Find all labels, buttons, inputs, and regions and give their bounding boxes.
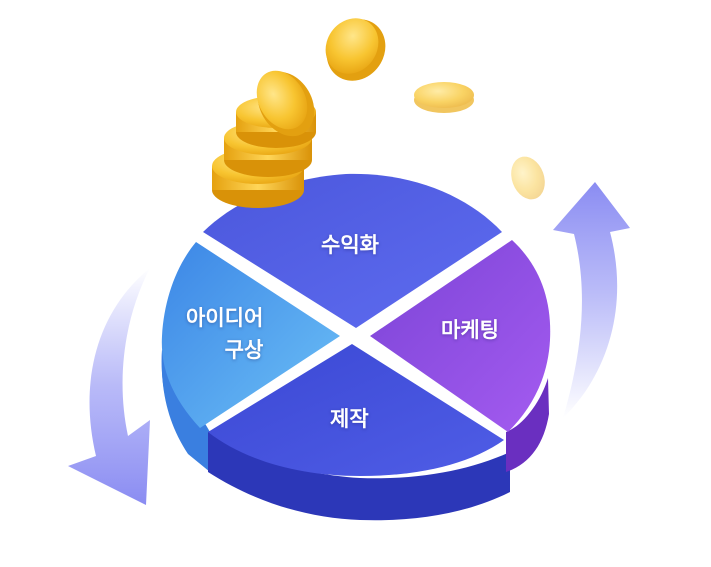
- coin-icon: [414, 82, 474, 113]
- coin-icon: [511, 156, 545, 200]
- arrow-down-icon: [68, 268, 150, 505]
- arrow-up-icon: [553, 182, 630, 418]
- pie-side-right: [506, 378, 549, 472]
- pie-slice-right: [370, 240, 551, 432]
- pie-slice-bottom: [208, 344, 504, 476]
- segment-label-production: 제작: [330, 407, 369, 431]
- coin-icon: [325, 18, 386, 81]
- segment-label-monetization: 수익화: [321, 233, 379, 257]
- pie-slice-left: [161, 242, 340, 428]
- pie-side-bottom: [208, 432, 510, 521]
- segment-label-ideation: 아이디어 구상: [186, 306, 264, 362]
- pie-slice-top: [203, 173, 502, 328]
- coin-icon: [212, 70, 316, 208]
- segment-label-marketing: 마케팅: [441, 318, 499, 342]
